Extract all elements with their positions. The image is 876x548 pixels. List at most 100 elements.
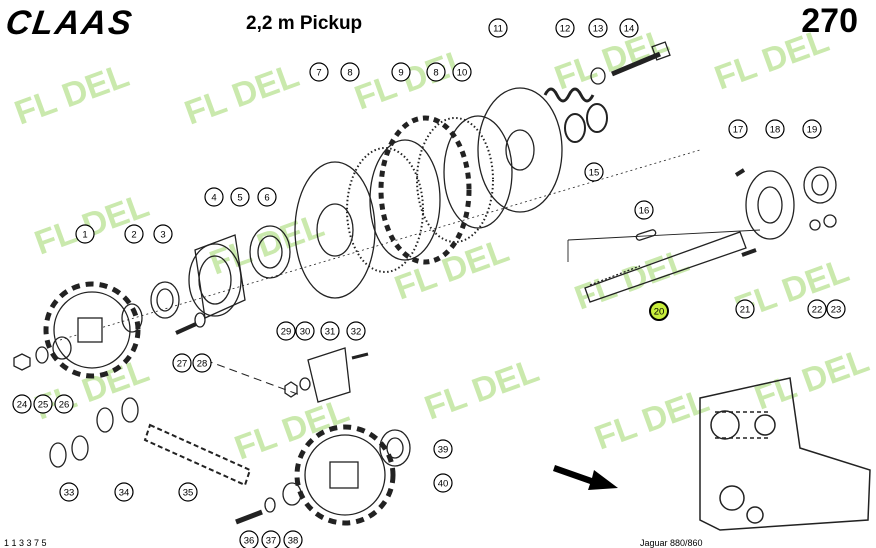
callout-9[interactable]: 9 (391, 62, 411, 82)
callout-5[interactable]: 5 (230, 187, 250, 207)
callout-37[interactable]: 37 (261, 530, 281, 548)
callout-8[interactable]: 8 (340, 62, 360, 82)
watermark-text: FL DEL (570, 241, 694, 317)
callout-10[interactable]: 10 (452, 62, 472, 82)
screw-17 (734, 168, 746, 177)
seal-ring-15a (564, 113, 586, 143)
callout-6[interactable]: 6 (257, 187, 277, 207)
callout-circle (555, 18, 575, 38)
callout-23[interactable]: 23 (826, 299, 846, 319)
callout-40[interactable]: 40 (433, 473, 453, 493)
footer-model: Jaguar 880/860 (640, 538, 703, 548)
callout-17[interactable]: 17 (728, 119, 748, 139)
inset-overview (699, 377, 871, 531)
nut-29 (284, 381, 298, 398)
callout-24[interactable]: 24 (12, 394, 32, 414)
callout-1[interactable]: 1 (75, 224, 95, 244)
callout-8[interactable]: 8 (426, 62, 446, 82)
callout-label: 32 (351, 327, 362, 338)
watermark-text: FL DEL (30, 351, 154, 427)
callout-33[interactable]: 33 (59, 482, 79, 502)
callout-label: 8 (433, 68, 438, 79)
tensioner-plate-31 (307, 347, 351, 403)
watermark-text: FL DEL (205, 206, 329, 282)
sprocket-40 (294, 424, 396, 526)
callout-label: 26 (59, 400, 70, 411)
direction-arrow-icon (553, 465, 618, 490)
callout-15[interactable]: 15 (584, 162, 604, 182)
bearing-19 (803, 166, 837, 204)
callout-16[interactable]: 16 (634, 200, 654, 220)
callout-label: 30 (300, 327, 311, 338)
callout-31[interactable]: 31 (320, 321, 340, 341)
callout-circle (54, 394, 74, 414)
page-number: 270 (801, 2, 858, 40)
callout-circle (649, 301, 669, 321)
callout-28[interactable]: 28 (192, 353, 212, 373)
pressure-plate (369, 139, 441, 261)
clutch-plate-11 (477, 87, 563, 213)
callout-39[interactable]: 39 (433, 439, 453, 459)
callout-25[interactable]: 25 (33, 394, 53, 414)
callout-38[interactable]: 38 (283, 530, 303, 548)
callout-27[interactable]: 27 (172, 353, 192, 373)
callout-19[interactable]: 19 (802, 119, 822, 139)
callout-14[interactable]: 14 (619, 18, 639, 38)
seal-ring-15b (586, 103, 608, 133)
callout-30[interactable]: 30 (295, 321, 315, 341)
callout-label: 1 (82, 230, 87, 241)
callout-11[interactable]: 11 (488, 18, 508, 38)
callout-22[interactable]: 22 (807, 299, 827, 319)
callout-circle (433, 473, 453, 493)
callout-label: 2 (131, 230, 136, 241)
callout-label: 20 (654, 307, 665, 318)
callout-circle (826, 299, 846, 319)
callout-circle (172, 353, 192, 373)
callout-circle (452, 62, 472, 82)
page-title: 2,2 m Pickup (246, 13, 363, 34)
callout-circle (802, 119, 822, 139)
callout-36[interactable]: 36 (239, 530, 259, 548)
callout-13[interactable]: 13 (588, 18, 608, 38)
callout-circle (192, 353, 212, 373)
callout-label: 40 (438, 479, 449, 490)
callout-21[interactable]: 21 (735, 299, 755, 319)
callout-12[interactable]: 12 (555, 18, 575, 38)
callout-7[interactable]: 7 (309, 62, 329, 82)
watermark-text: FL DEL (750, 341, 874, 417)
callout-29[interactable]: 29 (276, 321, 296, 341)
washer-28 (194, 312, 206, 328)
watermark-text: FL DEL (10, 56, 134, 132)
callout-label: 37 (266, 536, 277, 547)
callout-4[interactable]: 4 (204, 187, 224, 207)
footer-code: 1 1 3 3 7 5 (4, 538, 47, 548)
callout-circle (765, 119, 785, 139)
callout-label: 3 (160, 230, 165, 241)
callout-26[interactable]: 26 (54, 394, 74, 414)
callout-35[interactable]: 35 (178, 482, 198, 502)
callout-label: 27 (177, 359, 188, 370)
callout-label: 15 (589, 168, 600, 179)
callout-32[interactable]: 32 (346, 321, 366, 341)
callout-circle (124, 224, 144, 244)
callout-circle (178, 482, 198, 502)
callout-label: 35 (183, 488, 194, 499)
callout-circle (340, 62, 360, 82)
callout-label: 33 (64, 488, 75, 499)
splined-shaft-20 (584, 231, 747, 303)
callout-18[interactable]: 18 (765, 119, 785, 139)
callout-label: 25 (38, 400, 49, 411)
callout-2[interactable]: 2 (124, 224, 144, 244)
callout-3[interactable]: 3 (153, 224, 173, 244)
disc-10 (443, 115, 513, 229)
callout-label: 13 (593, 24, 604, 35)
bushing-39 (379, 429, 411, 467)
callout-label: 29 (281, 327, 292, 338)
callout-34[interactable]: 34 (114, 482, 134, 502)
callout-circle (584, 162, 604, 182)
callout-20[interactable]: 20 (649, 301, 669, 321)
callout-label: 12 (560, 24, 571, 35)
